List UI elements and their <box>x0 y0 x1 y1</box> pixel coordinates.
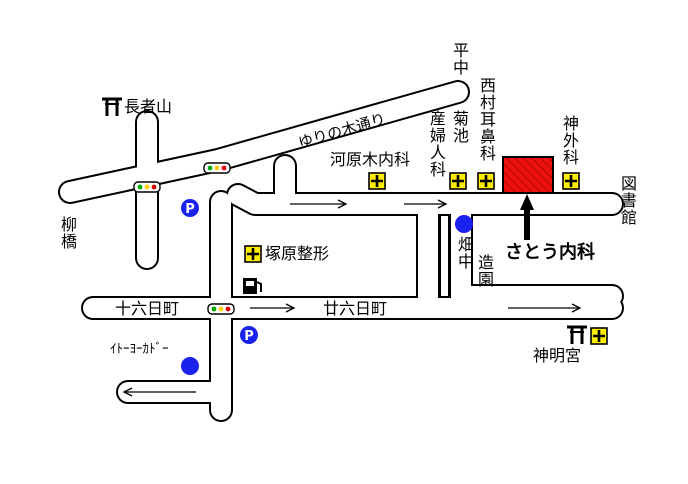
clinic-cross-icon <box>590 327 608 345</box>
clinic-cross-icon <box>368 172 386 190</box>
clinic-cross-icon <box>449 172 467 190</box>
traffic-signal-icon <box>203 162 231 174</box>
label-kikuchi-1: 菊池 <box>450 110 469 144</box>
label-hatanaka-1: 畑中 <box>455 236 474 270</box>
traffic-signal-icon <box>207 303 235 315</box>
arrow-up-icon <box>520 194 534 240</box>
gas-station-icon <box>243 278 262 294</box>
torii-icon <box>102 97 122 116</box>
parking-icon: P <box>240 326 258 344</box>
arrow-east-1 <box>290 199 348 209</box>
clinic-cross-icon <box>562 172 580 190</box>
clinic-cross-icon <box>244 245 262 263</box>
clinic-cross-icon <box>477 172 495 190</box>
arrow-east-4 <box>508 303 582 313</box>
label-juuroku: 十六日町 <box>115 299 180 318</box>
label-shinmeigu: 神明宮 <box>533 346 582 365</box>
label-hiranaka: 平中 <box>450 42 469 76</box>
label-nijuuroku: 廿六日町 <box>323 299 388 318</box>
poi-marker-hatanaka <box>455 215 473 233</box>
label-sato-clinic: さとう内科 <box>505 242 595 263</box>
arrow-east-2 <box>404 199 448 209</box>
label-tsukahara: 塚原整形 <box>265 244 330 263</box>
torii-icon <box>567 325 587 344</box>
direction-arrows <box>122 199 582 397</box>
label-yanagibashi: 柳橋 <box>58 216 77 250</box>
label-choujayama: 長者山 <box>124 97 173 116</box>
label-nishimura: 西村耳鼻科 <box>477 77 496 162</box>
poi-marker-itoyokado <box>181 357 199 375</box>
label-toshokan: 図書館 <box>618 175 637 226</box>
arrow-west-1 <box>122 387 196 397</box>
label-hatanaka-2: 造園 <box>475 254 494 288</box>
label-kikuchi-2: 産婦人科 <box>427 110 446 178</box>
label-jingai: 神外科 <box>560 115 579 166</box>
parking-icon: P <box>181 199 199 217</box>
sato-clinic-building <box>502 156 554 194</box>
label-kawaharagi: 河原木内科 <box>330 150 411 169</box>
label-itoyokado: ｲﾄｰﾖｰｶﾄﾞｰ <box>110 342 169 357</box>
traffic-signal-icon <box>133 181 161 193</box>
arrow-east-3 <box>250 303 296 313</box>
svg-text:P: P <box>185 202 195 217</box>
svg-text:P: P <box>244 329 254 344</box>
